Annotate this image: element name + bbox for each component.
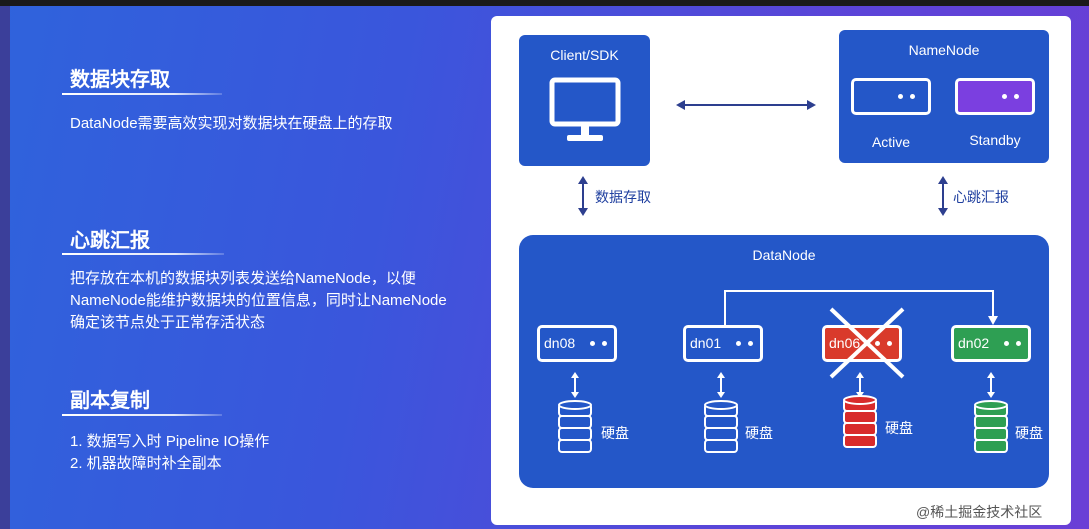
disk-icon xyxy=(704,400,738,453)
node-disk-arrow xyxy=(717,372,725,398)
disk-icon xyxy=(843,395,877,448)
active-server-icon xyxy=(851,78,931,115)
node-disk-arrow xyxy=(987,372,995,398)
datanode-box: DataNode dn08 dn01 dn06 xyxy=(519,235,1049,488)
section-title-heartbeat: 心跳汇报 xyxy=(70,230,150,252)
datanode-label: DataNode xyxy=(752,247,816,263)
disk-label: 硬盘 xyxy=(885,420,913,436)
disk-label: 硬盘 xyxy=(745,425,773,441)
standby-label: Standby xyxy=(969,132,1021,148)
section-body-data-access: DataNode需要高效实现对数据块在硬盘上的存取 xyxy=(70,115,393,132)
standby-server-icon xyxy=(955,78,1035,115)
replication-route xyxy=(724,290,998,325)
node-dn08: dn08 xyxy=(537,325,617,362)
section-body-replication: 1. 数据写入时 Pipeline IO操作 2. 机器故障时补全副本 xyxy=(70,433,270,472)
diagram-panel: Client/SDK NameNode Active Standby 数据存取 xyxy=(491,16,1071,525)
heartbeat-arrow xyxy=(938,176,948,216)
client-sdk-label: Client/SDK xyxy=(550,47,619,63)
disk-icon xyxy=(558,400,592,453)
data-access-label: 数据存取 xyxy=(595,189,651,205)
node-dn02: dn02 xyxy=(951,325,1031,362)
node-disk-arrow xyxy=(571,372,579,398)
node-label: dn01 xyxy=(690,335,722,351)
watermark: @稀土掘金技术社区 xyxy=(916,504,1043,520)
section-body-heartbeat: 把存放在本机的数据块列表发送给NameNode，以便 NameNode能维护数据… xyxy=(70,270,447,331)
failed-cross-icon xyxy=(829,307,905,379)
node-label: dn08 xyxy=(544,335,576,351)
section-underline xyxy=(62,414,222,416)
section-title-replication: 副本复制 xyxy=(70,390,150,412)
disk-icon xyxy=(974,400,1008,453)
section-underline xyxy=(62,253,224,255)
disk-label: 硬盘 xyxy=(1015,425,1043,441)
monitor-icon xyxy=(549,77,621,141)
client-namenode-arrow xyxy=(676,100,816,110)
active-label: Active xyxy=(871,134,911,150)
namenode-box: NameNode Active Standby xyxy=(839,30,1049,163)
namenode-label: NameNode xyxy=(908,42,980,58)
client-sdk-box: Client/SDK xyxy=(519,35,650,166)
node-label: dn06 xyxy=(829,335,861,351)
heartbeat-label: 心跳汇报 xyxy=(953,189,1009,205)
data-access-arrow xyxy=(578,176,588,216)
left-frame xyxy=(0,6,10,529)
disk-label: 硬盘 xyxy=(601,425,629,441)
node-label: dn02 xyxy=(958,335,990,351)
node-dn01: dn01 xyxy=(683,325,763,362)
node-dn06: dn06 xyxy=(822,325,902,362)
top-bar xyxy=(0,0,1089,6)
section-underline xyxy=(62,93,222,95)
section-title-data-access: 数据块存取 xyxy=(70,69,170,91)
